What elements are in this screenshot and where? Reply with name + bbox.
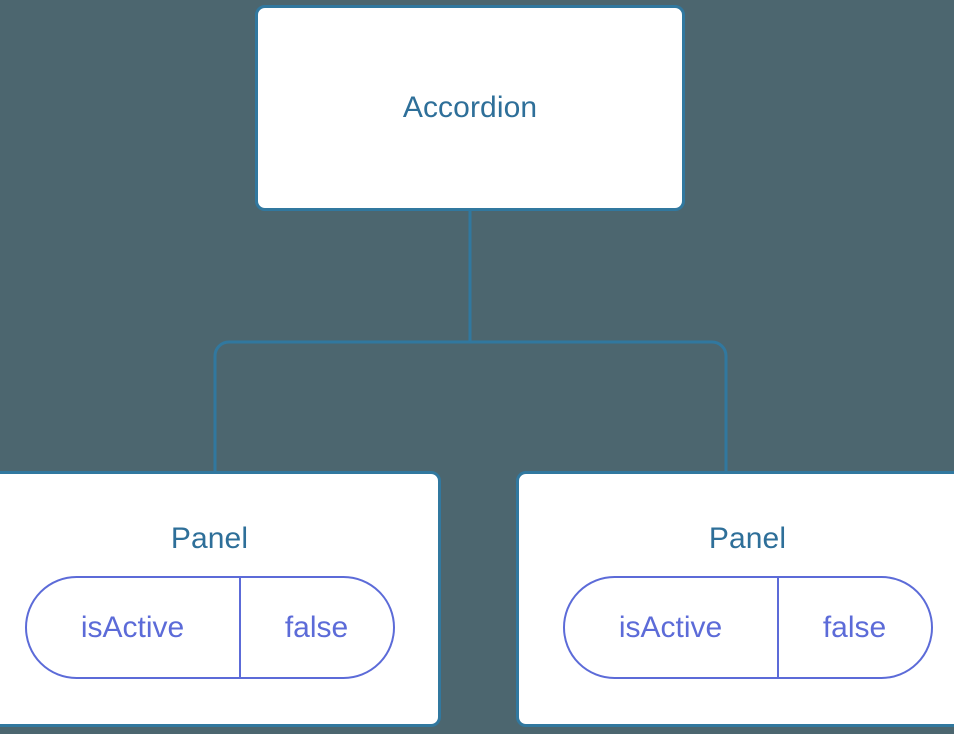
node-accordion-title: Accordion [402,91,538,124]
node-panel-right-prop-isactive[interactable]: isActive false [562,576,933,679]
edge-accordion-to-panel-left [213,209,472,474]
node-panel-left[interactable]: Panel isActive false [0,471,441,727]
node-panel-right[interactable]: Panel isActive false [516,471,954,727]
node-panel-right-title: Panel [708,522,787,555]
prop-value-label: false [284,610,349,644]
prop-value-label: false [822,610,887,644]
prop-key-label: isActive [27,578,241,677]
node-panel-left-title: Panel [170,522,249,555]
node-accordion[interactable]: Accordion [255,5,685,211]
edge-accordion-to-panel-right [468,209,728,474]
node-panel-left-prop-isactive[interactable]: isActive false [24,576,395,679]
prop-key-label: isActive [565,578,779,677]
